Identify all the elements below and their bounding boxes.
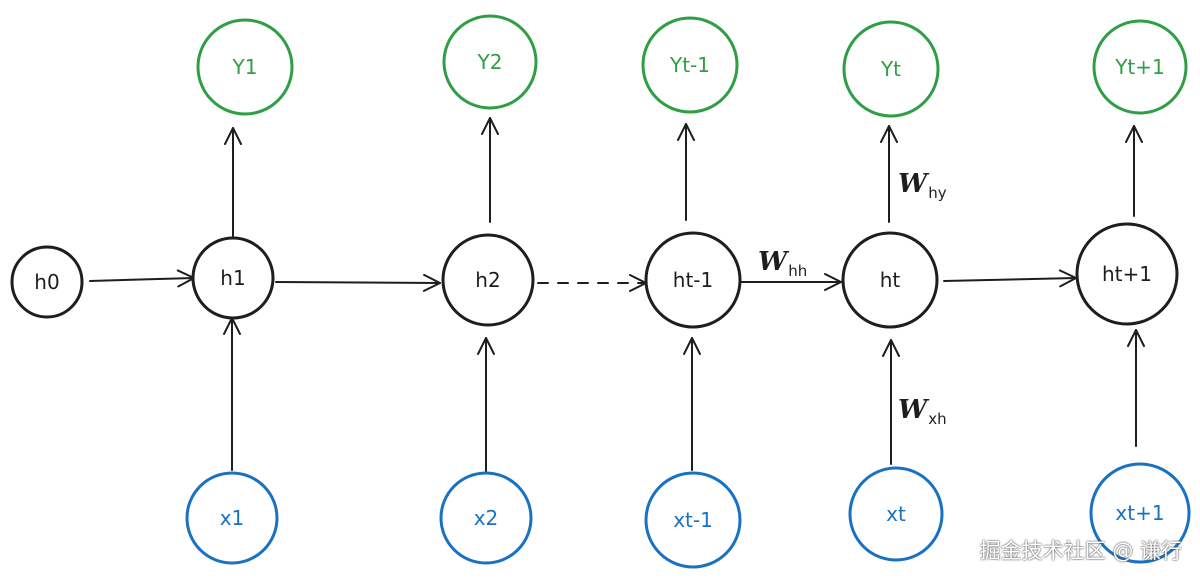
weight-label-whh: Whh <box>758 247 807 280</box>
node-h2-circle <box>441 233 535 327</box>
node-x2: x2 <box>439 471 533 565</box>
edge-h1-h2 <box>275 273 441 292</box>
node-xt1: xt+1 <box>1089 462 1191 564</box>
node-xt-label: xt <box>886 502 906 526</box>
svg-text:Why: Why <box>898 169 947 202</box>
weight-label-why: Why <box>898 169 947 202</box>
node-x1: x1 <box>185 471 279 565</box>
node-h2-label: h2 <box>475 268 500 292</box>
node-y1-label: Y1 <box>232 55 258 79</box>
node-y2-label: Y2 <box>477 50 503 74</box>
node-x2-label: x2 <box>474 506 499 530</box>
node-ht-1-circle <box>644 231 742 329</box>
node-h1-label: h1 <box>220 266 245 290</box>
node-x1-circle <box>185 471 279 565</box>
node-y2: Y2 <box>442 14 538 110</box>
node-h0-label: h0 <box>34 270 59 294</box>
node-xt: xt <box>848 466 944 562</box>
node-ht1: ht+1 <box>1075 222 1179 326</box>
node-yt: Yt <box>842 20 940 118</box>
weight-label-wxh: Wxh <box>898 395 947 428</box>
node-h1-circle <box>191 236 275 320</box>
node-ht-1-label: ht-1 <box>673 268 713 292</box>
node-xt1-label: xt+1 <box>1115 501 1164 525</box>
node-yt-label: Yt <box>880 57 901 81</box>
node-h0: h0 <box>10 245 84 319</box>
node-yt-circle <box>842 20 940 118</box>
node-x1-label: x1 <box>220 506 245 530</box>
node-yt1-circle <box>1092 19 1188 115</box>
node-h2: h2 <box>441 233 535 327</box>
node-yt1-label: Yt+1 <box>1114 55 1165 79</box>
node-xt-1: xt-1 <box>644 471 742 569</box>
node-y1: Y1 <box>196 18 294 116</box>
node-y1-circle <box>196 18 294 116</box>
node-h0-circle <box>10 245 84 319</box>
node-x2-circle <box>439 471 533 565</box>
node-ht1-label: ht+1 <box>1102 262 1152 286</box>
node-yt-1-circle <box>641 16 739 114</box>
edge-ht-ht1 <box>943 269 1077 288</box>
node-ht-1: ht-1 <box>644 231 742 329</box>
svg-text:Wxh: Wxh <box>898 395 947 428</box>
node-xt-1-circle <box>644 471 742 569</box>
node-y2-circle <box>442 14 538 110</box>
node-ht1-circle <box>1075 222 1179 326</box>
edge-h0-h1 <box>89 269 195 288</box>
node-ht-circle <box>841 231 939 329</box>
node-h1: h1 <box>191 236 275 320</box>
node-ht-label: ht <box>880 268 901 292</box>
node-yt1: Yt+1 <box>1092 19 1188 115</box>
svg-text:Whh: Whh <box>758 247 807 280</box>
node-yt-1: Yt-1 <box>641 16 739 114</box>
watermark: 掘金技术社区 @ 谦行 <box>979 539 1182 563</box>
node-xt-circle <box>848 466 944 562</box>
node-yt-1-label: Yt-1 <box>669 53 710 77</box>
node-ht: ht <box>841 231 939 329</box>
node-xt-1-label: xt-1 <box>673 508 713 532</box>
node-xt1-circle <box>1089 462 1191 564</box>
